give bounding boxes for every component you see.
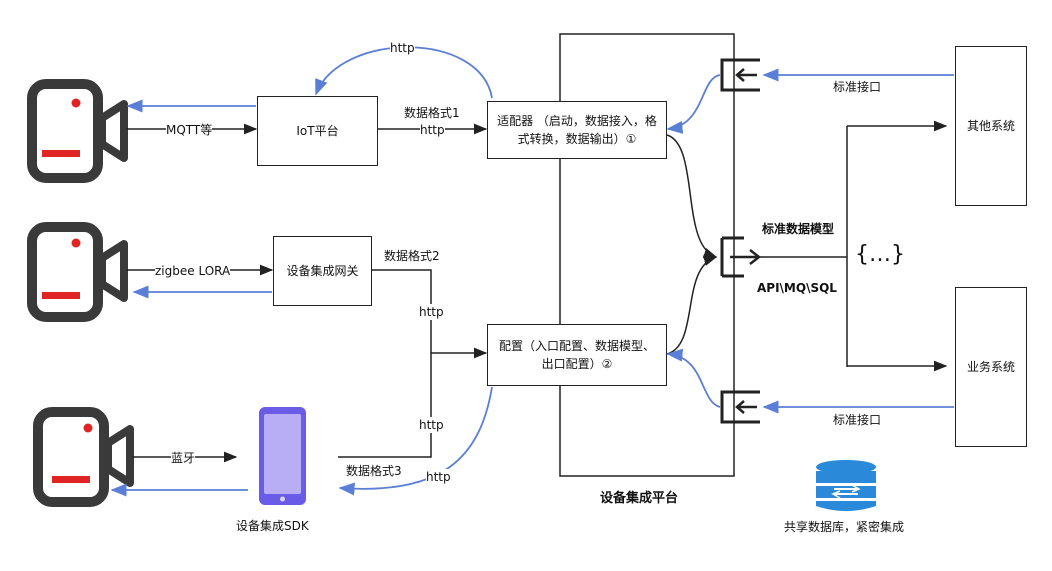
camera-icon-1 — [27, 79, 128, 183]
edge-label-std-iface-top: 标准接口 — [833, 79, 882, 95]
phone-icon — [259, 407, 306, 505]
edge-label-http-top: http — [390, 40, 415, 56]
edge-label-format3: 数据格式3 — [346, 464, 402, 478]
edge-label-http3: http — [419, 417, 444, 433]
node-config[interactable]: 配置（入口配置、数据模型、出口配置）② — [487, 324, 667, 386]
standard-model-box — [720, 236, 762, 278]
node-other-system[interactable]: 其他系统 — [955, 46, 1027, 206]
db-label: 共享数据库，紧密集成 — [784, 520, 905, 534]
edge-iface-bottom-to-config — [666, 348, 721, 408]
edge-label-http2: http — [419, 304, 444, 320]
standard-model-label: 标准数据模型 — [762, 222, 835, 236]
braces-label: {…} — [855, 242, 905, 267]
camera-icon-3 — [33, 407, 134, 507]
node-adapter[interactable]: 适配器 （启动，数据接入，格式转换，数据输出）① — [487, 101, 667, 159]
platform-container — [559, 33, 735, 477]
node-gateway[interactable]: 设备集成网关 — [273, 236, 372, 306]
edge-label-format2: 数据格式2 — [384, 249, 440, 263]
edge-label-bluetooth: 蓝牙 — [171, 450, 196, 466]
database-icon — [816, 460, 876, 511]
edge-phone-to-config — [338, 353, 432, 458]
edge-model-to-systems — [760, 126, 848, 367]
edge-config-to-phone — [338, 386, 493, 496]
edge-label-http4: http — [426, 469, 451, 485]
platform-title: 设备集成平台 — [600, 491, 679, 506]
api-label: API\MQ\SQL — [757, 281, 837, 295]
interface-box-top — [720, 58, 760, 92]
node-iot-platform[interactable]: IoT平台 — [257, 96, 378, 166]
node-business-system[interactable]: 业务系统 — [955, 287, 1027, 447]
edge-label-zigbee: zigbee LORA — [155, 263, 231, 279]
edge-label-http1: http — [420, 122, 445, 138]
edge-adapter-to-model — [666, 134, 718, 259]
edge-iface-top-to-adapter — [666, 74, 721, 134]
edge-config-to-model — [666, 255, 718, 355]
edge-label-mqtt: MQTT等 — [166, 122, 213, 138]
camera-icon-2 — [27, 222, 128, 322]
sdk-label: 设备集成SDK — [236, 519, 309, 533]
interface-box-bottom — [720, 390, 760, 424]
edge-label-std-iface-bottom: 标准接口 — [833, 412, 882, 428]
edge-label-format1: 数据格式1 — [404, 106, 460, 120]
